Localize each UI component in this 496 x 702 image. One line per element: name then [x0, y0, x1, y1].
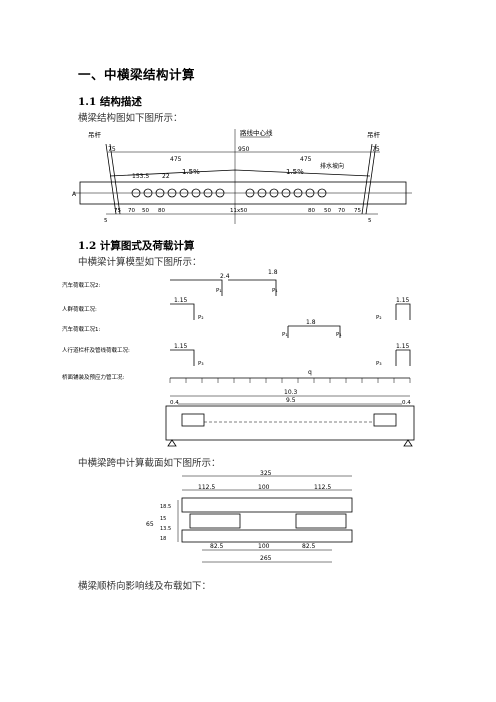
axis-label-left: A [72, 191, 77, 198]
dim-bottom-82-5-left: 82.5 [210, 543, 224, 550]
load-p1-b: P₁ [272, 288, 278, 294]
load-p3-a: P₃ [198, 361, 204, 367]
dim-1-8-top: 1.8 [268, 269, 278, 276]
dim-top-112-5-right: 112.5 [314, 484, 331, 491]
dim-153-5: 153.5 [132, 173, 149, 180]
load-p2-a: P₂ [198, 315, 204, 321]
dim-left-13-5: 13.5 [160, 526, 171, 532]
dim-top-950: 950 [238, 146, 250, 153]
left-hanger-label: 吊杆 [88, 130, 102, 139]
dim-2-4: 2.4 [220, 273, 230, 280]
right-hanger-label: 吊杆 [367, 130, 381, 139]
dim-left-65: 65 [146, 521, 154, 528]
dim-bottom-75-right: 75 [354, 208, 361, 214]
dim-1-15-c: 1.15 [174, 343, 188, 350]
dim-bottom-50-right: 50 [324, 208, 331, 214]
drain-label: 排水坡向 [320, 162, 344, 170]
dim-left-15: 15 [160, 516, 166, 522]
dim-1-15-a: 1.15 [174, 297, 188, 304]
dim-left-18: 18 [160, 536, 166, 542]
dim-top-475-right: 475 [300, 156, 312, 163]
load-case-figure: 汽车荷载工况2: 人群荷载工况: 汽车荷载工况1: 人行道栏杆及管线荷载工况: … [62, 269, 415, 447]
load-p1-d: P₁ [336, 332, 342, 338]
center-line-label: 路线中心线 [240, 128, 273, 137]
dim-top-325: 325 [260, 470, 272, 477]
dim-top-475-left: 475 [170, 156, 182, 163]
uniform-load-arrows [169, 378, 411, 383]
dim-bottom-265: 265 [260, 555, 272, 562]
dim-cant-right: 0.4 [402, 400, 411, 406]
section-1-1-title: 1.1 结构描述 [78, 96, 142, 108]
dim-cant-left: 0.4 [170, 400, 179, 406]
dim-1-15-d: 1.15 [396, 343, 410, 350]
dim-bottom-75-left: 75 [114, 208, 121, 214]
dim-1-8-mid: 1.8 [306, 319, 316, 326]
dim-bottom-70-left: 70 [128, 208, 135, 214]
dim-left-18-5: 18.5 [160, 504, 171, 510]
dim-bottom-100: 100 [258, 543, 270, 550]
row-label-paving-case: 桥面铺装及预应力管工况: [62, 373, 125, 381]
dim-bottom-80-left: 80 [158, 208, 165, 214]
dim-top-75-left: 75 [108, 146, 116, 153]
dim-bottom-50-left: 50 [142, 208, 149, 214]
dim-span-9-5: 9.5 [286, 397, 296, 404]
load-p1-a: P₁ [216, 288, 222, 294]
row-label-car-case-1: 汽车荷载工况1: [62, 325, 100, 333]
dim-bottom-80-right: 80 [308, 208, 315, 214]
heading-1: 一、中横梁结构计算 [78, 67, 196, 82]
slope-left: 1.5% [182, 168, 200, 176]
dim-bottom-5-left: 5 [104, 218, 108, 224]
dim-1-15-b: 1.15 [396, 297, 410, 304]
load-p1-c: P₁ [282, 332, 288, 338]
dim-bottom-70-right: 70 [338, 208, 345, 214]
row-label-crowd-case: 人群荷载工况: [62, 305, 97, 313]
dim-top-75-right: 75 [372, 146, 380, 153]
influence-line-paragraph: 横梁顺桥向影响线及布载如下： [78, 581, 212, 592]
section-intro-paragraph: 中横梁跨中计算截面如下图所示： [78, 458, 221, 469]
load-p3-b: P₃ [376, 361, 382, 367]
dim-bottom-11x50: 11x50 [230, 208, 248, 214]
row-label-car-case-2: 汽车荷载工况2: [62, 281, 100, 289]
section-1-2-intro: 中横梁计算模型如下图所示： [78, 257, 202, 268]
load-p2-b: P₂ [376, 315, 382, 321]
row-label-railing-case: 人行道栏杆及管线荷载工况: [62, 346, 130, 354]
dim-span-10-3: 10.3 [284, 389, 298, 396]
slope-right: 1.5% [286, 168, 304, 176]
section-1-1-intro: 横梁结构图如下图所示： [78, 113, 183, 124]
dim-22: 22 [162, 173, 170, 180]
dim-bottom-5-right: 5 [368, 218, 372, 224]
section-1-2-title: 1.2 计算图式及荷载计算 [78, 240, 195, 252]
dim-bottom-82-5-right: 82.5 [302, 543, 316, 550]
dim-top-112-5-left: 112.5 [198, 484, 215, 491]
dim-top-100: 100 [258, 484, 270, 491]
crossbeam-structure-figure: 吊杆 路线中心线 吊杆 75 475 950 475 75 153.5 22 1… [72, 128, 412, 224]
midspan-section-figure: 325 112.5 100 112.5 65 18.5 15 13.5 18 8… [146, 470, 353, 563]
uniform-load-q: q [308, 369, 312, 376]
